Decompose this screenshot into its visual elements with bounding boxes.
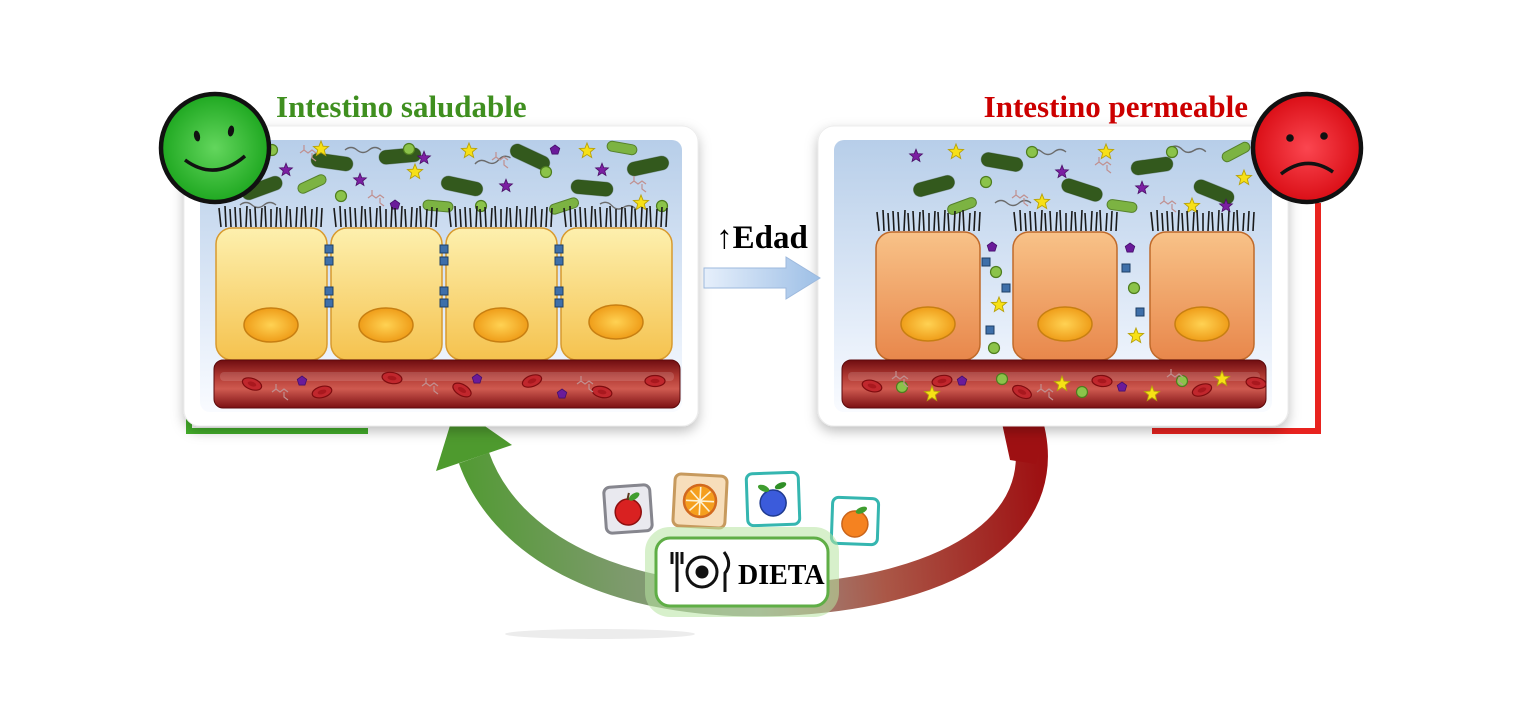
green-particle-icon (987, 341, 1001, 355)
apple-icon (602, 483, 654, 535)
age-transition: ↑Edad (703, 220, 821, 300)
frown-mouth (1279, 161, 1334, 176)
red-blood-cell-icon (644, 374, 666, 388)
healthy-blood-vessel (213, 359, 681, 409)
healthy-panel (183, 125, 699, 427)
bacterium-icon (569, 178, 615, 198)
green-particle-icon (995, 372, 1009, 386)
epithelial-cell (875, 231, 981, 361)
green-particle-icon (895, 380, 909, 394)
diet-box-frame (654, 536, 830, 608)
cell-nucleus (358, 307, 414, 343)
face-eye (227, 125, 235, 137)
cell-nucleus (1174, 306, 1230, 342)
green-particle-icon (979, 175, 993, 189)
face-eye (1286, 134, 1294, 142)
orange-slice-icon (671, 472, 729, 530)
cell-nucleus (900, 306, 956, 342)
tight-junction-icon (981, 257, 991, 267)
cell-nucleus (1037, 306, 1093, 342)
age-arrow-icon (703, 256, 821, 300)
epithelial-cell (215, 227, 328, 361)
permeable-epithelium (875, 209, 1255, 361)
tangerine-icon (829, 495, 881, 547)
green-particle-icon (989, 265, 1003, 279)
tight-junction-icon (1135, 307, 1145, 317)
cell-nucleus (588, 304, 644, 340)
diet-label: DIETA (738, 560, 825, 591)
blueberry-icon (744, 470, 802, 528)
healthy-panel-title: Intestino saludable (276, 89, 527, 124)
diet-box-glow (645, 527, 839, 617)
green-particle-icon (402, 142, 416, 156)
diet-box: DIETA (645, 527, 839, 617)
epithelial-cell (1149, 231, 1255, 361)
permeable-blood-vessel (841, 359, 1268, 409)
smile-mouth (183, 154, 247, 172)
ground-shadow (505, 629, 695, 639)
permeable-panel-title: Intestino permeable (984, 89, 1248, 124)
tight-junction-icon (1001, 283, 1011, 293)
age-label: ↑Edad (716, 220, 808, 256)
epithelial-cell (560, 227, 673, 361)
epithelial-cell (330, 227, 443, 361)
sad-face-icon (1250, 91, 1364, 205)
green-particle-icon (1165, 145, 1179, 159)
face-eye (1320, 132, 1328, 140)
cell-nucleus (473, 307, 529, 343)
healthy-epithelium (215, 205, 673, 361)
tight-junction-icon (985, 325, 995, 335)
green-particle-icon (334, 189, 348, 203)
epithelial-cell (1012, 231, 1118, 361)
green-particle-icon (1025, 145, 1039, 159)
green-particle-icon (1075, 385, 1089, 399)
bacterium-icon (377, 146, 423, 166)
permeable-accent-line (1152, 203, 1321, 434)
tight-junction-icon (1121, 263, 1131, 273)
green-particle-icon (1127, 281, 1141, 295)
face-eye (193, 130, 201, 142)
epithelial-cell (445, 227, 558, 361)
cell-nucleus (243, 307, 299, 343)
permeable-panel (817, 125, 1289, 427)
smiley-face-icon (158, 91, 272, 205)
cutlery-plate-icon (670, 551, 731, 592)
food-icons-row (602, 470, 881, 547)
green-particle-icon (539, 165, 553, 179)
